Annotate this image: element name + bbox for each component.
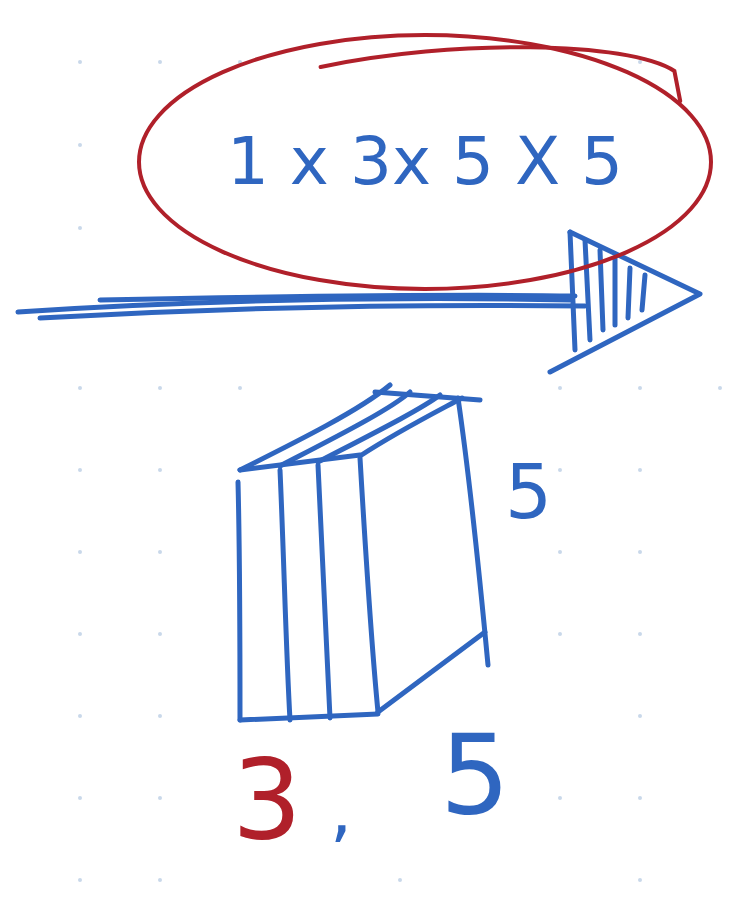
circled-expression: 1 x 3x 5 X 5 xyxy=(135,31,715,293)
expression-text: 1 x 3x 5 X 5 xyxy=(227,126,623,199)
dimension-number: 5 xyxy=(440,720,510,830)
dot-grid xyxy=(78,60,722,882)
block-sketch xyxy=(238,385,488,720)
right-arrow xyxy=(18,232,700,372)
separator-mark: , xyxy=(330,775,352,845)
dimension-number: 5 xyxy=(505,455,552,529)
dimension-number: 3 xyxy=(232,745,302,855)
